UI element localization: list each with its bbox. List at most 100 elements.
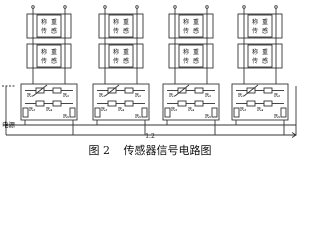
resistor	[124, 100, 134, 107]
sensor-cell-upper	[36, 14, 62, 38]
resistor	[141, 107, 148, 118]
resistor-label: R₁	[169, 93, 175, 99]
sensor-label-char: 传	[41, 27, 47, 35]
resistor	[177, 100, 187, 107]
sensor-cell-upper	[178, 14, 204, 38]
resistor-label: R₃	[29, 107, 35, 113]
sensor-cell-upper	[108, 14, 134, 38]
resistor	[211, 107, 218, 118]
sensor-label-char: 重	[262, 48, 268, 56]
sensor-label-char: 感	[123, 57, 129, 65]
sensor-label-char: 感	[193, 27, 199, 35]
resistor	[246, 100, 256, 107]
resistor	[194, 100, 204, 107]
resistor-label: R₅	[205, 114, 211, 120]
resistor	[94, 107, 101, 118]
resistor-bridge-frame	[92, 83, 150, 121]
resistor-label: R₄	[118, 107, 125, 113]
resistor-label: R₅	[274, 114, 280, 120]
sensor-cell-lower	[247, 44, 273, 68]
sensor-cell-lower	[108, 44, 134, 68]
resistor-label: R₃	[101, 107, 107, 113]
resistor-label: R₄	[257, 107, 264, 113]
sensor-label-char: 重	[51, 48, 57, 56]
resistor-label: R₂	[205, 93, 211, 99]
sensor-label-char: 传	[183, 57, 189, 65]
resistor-label: R₃	[171, 107, 177, 113]
sensor-label-char: 称	[183, 48, 189, 56]
sensor-label-char: 称	[41, 18, 47, 26]
bus-label-bottom: 1.2	[145, 133, 155, 140]
sensor-label-char: 重	[193, 18, 199, 26]
sensor-label-char: 称	[113, 48, 119, 56]
sensor-label-char: 感	[262, 57, 268, 65]
sensor-label-char: 重	[193, 48, 199, 56]
sensor-label-char: 传	[41, 57, 47, 65]
resistor	[280, 107, 287, 118]
figure-caption: 图 2 传感器信号电路图	[0, 144, 300, 158]
terminal-dot	[242, 5, 246, 9]
sensor-label-char: 称	[41, 48, 47, 56]
variable-resistor-arrow	[174, 84, 190, 97]
sensor-label-char: 感	[123, 27, 129, 35]
sensor-label-char: 传	[113, 27, 119, 35]
resistor-label: R₂	[274, 93, 280, 99]
terminal-dot	[274, 5, 278, 9]
resistor-label: R₅	[135, 114, 141, 120]
sensor-label-char: 重	[51, 18, 57, 26]
resistor-label: R₁	[27, 93, 33, 99]
figure-title: 传感器信号电路图	[123, 144, 212, 157]
arrow-head	[291, 132, 297, 138]
resistor	[69, 107, 76, 118]
resistor	[107, 100, 117, 107]
resistor-label: R₂	[135, 93, 141, 99]
resistor-bridge-frame	[231, 83, 289, 121]
sensor-label-char: 称	[113, 18, 119, 26]
terminal-dot	[173, 5, 177, 9]
sensor-label-char: 传	[183, 27, 189, 35]
resistor	[263, 100, 273, 107]
sensor-cell-upper	[247, 14, 273, 38]
sensor-label-char: 重	[262, 18, 268, 26]
resistor	[22, 107, 29, 118]
variable-resistor-arrow	[32, 84, 48, 97]
resistor	[35, 100, 45, 107]
resistor	[52, 100, 62, 107]
bus-label-left: 电源	[2, 120, 16, 129]
resistor	[52, 87, 62, 94]
resistor	[233, 107, 240, 118]
sensor-label-char: 感	[51, 57, 57, 65]
terminal-dot	[205, 5, 209, 9]
sensor-label-char: 感	[262, 27, 268, 35]
figure-number: 图 2	[88, 144, 111, 157]
resistor	[194, 87, 204, 94]
resistor	[263, 87, 273, 94]
variable-resistor-arrow	[243, 84, 259, 97]
resistor-bridge-frame	[162, 83, 220, 121]
sensor-label-char: 感	[51, 27, 57, 35]
sensor-label-char: 重	[123, 18, 129, 26]
sensor-label-char: 重	[123, 48, 129, 56]
resistor-label: R₁	[99, 93, 105, 99]
sensor-label-char: 传	[252, 27, 258, 35]
resistor-label: R₄	[46, 107, 53, 113]
resistor-label: R₁	[238, 93, 244, 99]
resistor	[164, 107, 171, 118]
sensor-cell-lower	[36, 44, 62, 68]
sensor-cell-lower	[178, 44, 204, 68]
resistor-label: R₅	[63, 114, 69, 120]
terminal-dot	[31, 5, 35, 9]
resistor-label: R₂	[63, 93, 69, 99]
resistor-label: R₄	[188, 107, 195, 113]
sensor-label-char: 称	[252, 48, 258, 56]
sensor-label-char: 感	[193, 57, 199, 65]
sensor-label-char: 称	[252, 18, 258, 26]
terminal-dot	[63, 5, 67, 9]
terminal-dot	[135, 5, 139, 9]
resistor	[124, 87, 134, 94]
